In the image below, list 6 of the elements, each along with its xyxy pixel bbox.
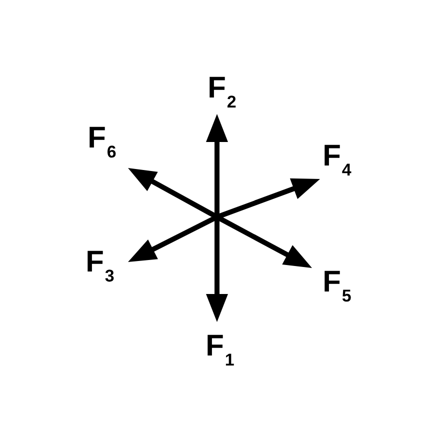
force-label: F$_{4}$	[322, 142, 352, 178]
force-label: F$_{3}$	[86, 248, 114, 284]
force-label: F$_{2}$	[208, 74, 236, 110]
force-label: F$_{6}$	[88, 124, 116, 160]
force-label: F$_{5}$	[322, 268, 352, 304]
force-label: F$_{1}$	[206, 332, 234, 368]
